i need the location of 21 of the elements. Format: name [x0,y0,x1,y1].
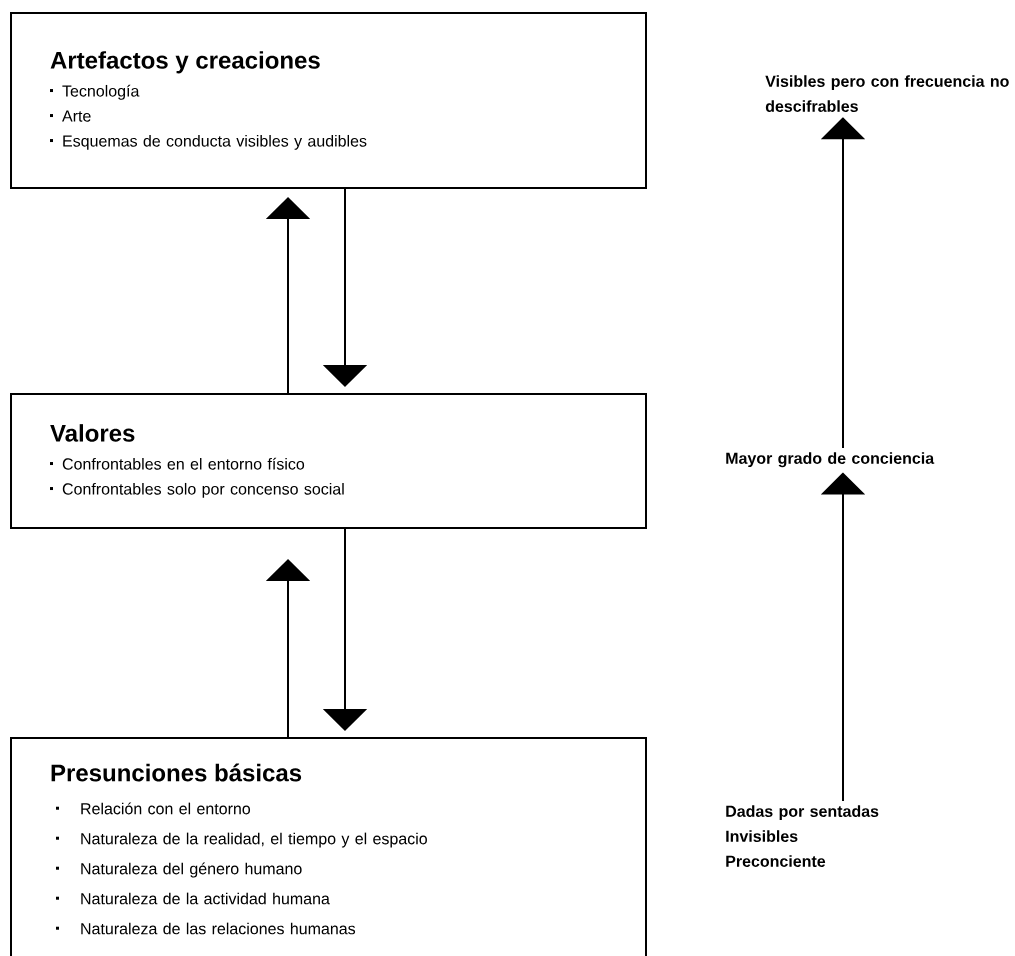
annotation-line: Dadas por sentadas [726,805,879,821]
bullet-item: Tecnología [50,84,140,100]
box-heading: Artefactos y creaciones [50,51,320,74]
annotation-line: Preconciente [726,855,826,867]
annotation-line: Invisibles [726,830,798,842]
box-heading: Valores [50,424,135,442]
bullet-item: Naturaleza de las relaciones humanas [56,922,356,935]
bullet-item: Arte [50,110,91,122]
bullet-item: Naturaleza del género humano [56,862,302,878]
box-heading: Presunciones básicas [51,763,302,782]
annotation-text: Visibles pero con frecuencia no descifrables [765,75,1009,112]
text-box [10,393,647,529]
bullet-item: Naturaleza de la realidad, el tiempo y el espacio [56,832,427,848]
bullet-item: Confrontables en el entorno físico [50,457,305,470]
bullet-item: Relación con el entorno [56,802,251,815]
bullet-item: Confrontables solo por concenso social [50,482,344,498]
text-box [10,12,647,189]
annotation-text: Mayor grado de conciencia [726,452,935,468]
bullet-item: Esquemas de conducta visibles y audibles [50,134,367,150]
text-box [10,737,647,956]
bullet-item: Naturaleza de la actividad humana [56,892,330,905]
